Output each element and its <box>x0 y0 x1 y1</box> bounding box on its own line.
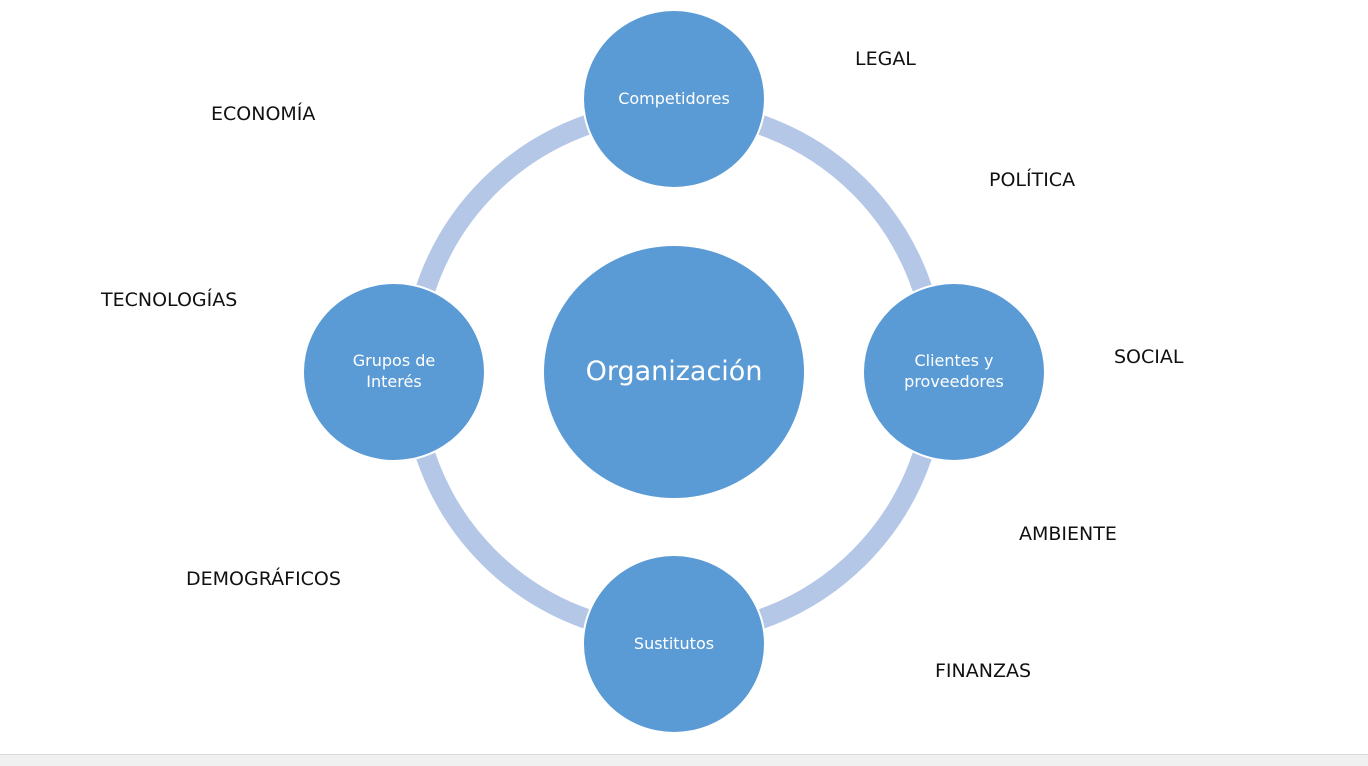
factor-social: SOCIAL <box>1114 346 1184 368</box>
interest-groups-node: Grupos de Interés <box>302 282 486 462</box>
clients-suppliers-label: Clientes y proveedores <box>904 351 1004 391</box>
factor-finanzas: FINANZAS <box>935 660 1032 682</box>
factor-politica: POLÍTICA <box>989 169 1076 191</box>
factor-demograficos: DEMOGRÁFICOS <box>186 568 341 590</box>
factor-tecnologias: TECNOLOGÍAS <box>101 289 238 311</box>
substitutes-node: Sustitutos <box>582 554 766 734</box>
factor-legal: LEGAL <box>855 48 916 70</box>
organization-node: Organización <box>542 244 806 500</box>
competitors-label: Competidores <box>618 88 730 108</box>
factor-economia: ECONOMÍA <box>211 103 316 125</box>
competitors-node: Competidores <box>582 9 766 189</box>
organization-label: Organización <box>585 356 763 388</box>
clients-suppliers-node: Clientes y proveedores <box>862 282 1046 462</box>
interest-groups-label: Grupos de Interés <box>352 351 436 391</box>
bottom-scroll-strip <box>0 754 1368 766</box>
substitutes-label: Sustitutos <box>633 633 715 653</box>
factor-ambiente: AMBIENTE <box>1019 523 1117 545</box>
